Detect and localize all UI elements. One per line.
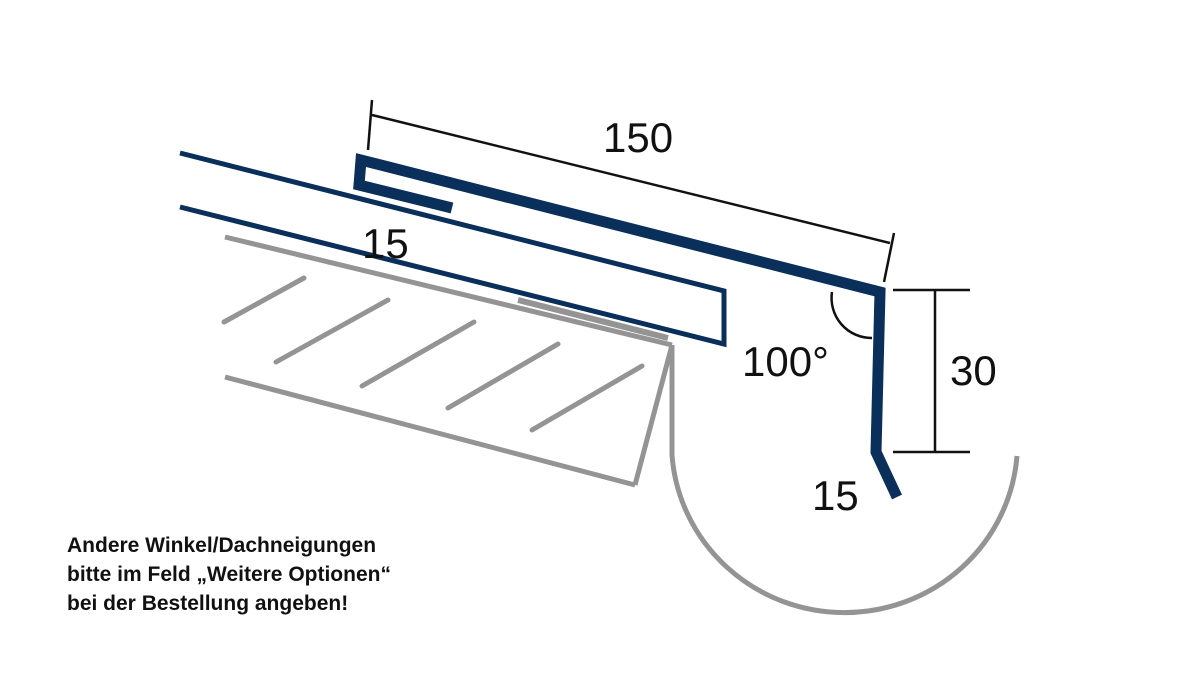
order-note: Andere Winkel/Dachneigungen bitte im Fel…: [67, 531, 391, 618]
dim-label-drip: 15: [812, 472, 859, 519]
note-line: Andere Winkel/Dachneigungen: [67, 534, 377, 557]
dim-label-30: 30: [950, 347, 997, 394]
roof-sheet: [179, 150, 727, 348]
roof-end: [632, 344, 675, 486]
roof-hatching: [221, 275, 645, 433]
note-line: bitte im Feld „Weitere Optionen“: [67, 563, 391, 586]
dimension-lines: [366, 99, 970, 454]
dim-tick: [366, 99, 374, 151]
dim-line-150: [371, 113, 891, 245]
angle-arc: [830, 291, 873, 340]
roof-structure: [221, 234, 1020, 616]
dim-label-hem: 15: [362, 220, 409, 267]
roof-flashing: [517, 297, 669, 341]
eaves-profile: [353, 153, 902, 500]
dim-label-angle: 100°: [742, 338, 829, 385]
roof-bottom-edge: [224, 374, 636, 488]
gutter: [669, 345, 1020, 616]
dim-label-150: 150: [603, 114, 673, 161]
dim-tick: [882, 232, 896, 283]
roof-top-edge: [224, 234, 673, 348]
note-line: bei der Bestellung angeben!: [67, 592, 349, 615]
